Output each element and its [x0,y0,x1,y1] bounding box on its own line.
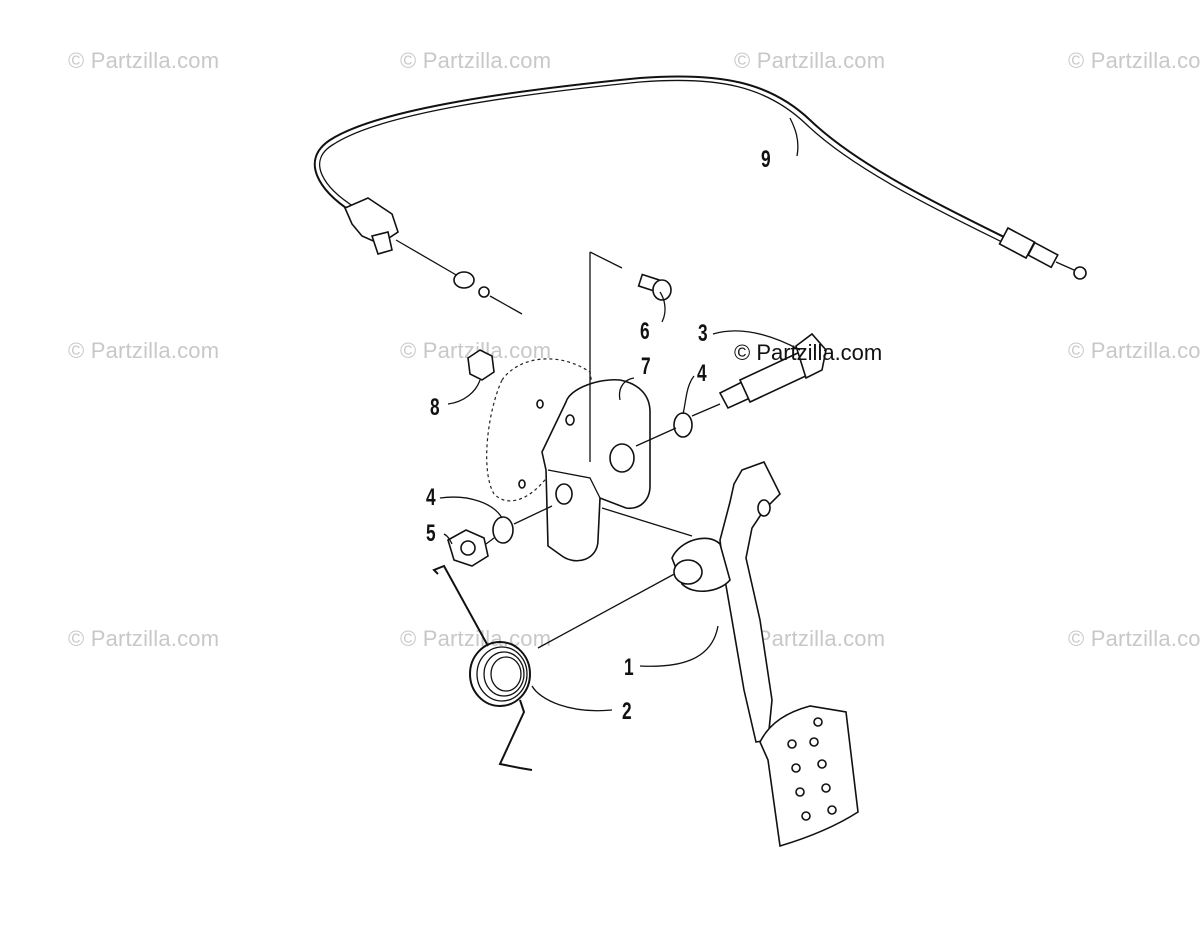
leader-4-lower [439,496,503,519]
nut-part-5 [447,529,489,567]
callout-7: 7 [641,353,651,380]
watermark: © Partzilla.com [400,626,552,651]
torsion-spring-part-2 [432,564,533,771]
callout-9: 9 [761,146,771,173]
callout-2: 2 [622,698,632,725]
bracket-part-7 [518,378,651,562]
watermark: © Partzilla.com [68,626,220,651]
nut-part-8 [467,349,495,381]
watermark: © Partzilla.com [68,48,220,73]
watermark: © Partzilla.com [734,48,886,73]
callout-8: 8 [430,394,440,421]
throttle-cable [313,75,1087,315]
callout-3: 3 [698,320,708,347]
watermark: © Partzilla.com [400,48,552,73]
leader-7 [618,377,635,401]
leader-5 [443,533,453,545]
watermark-overlay: © Partzilla.com [734,340,883,365]
leader-2 [531,685,613,712]
callout-1: 1 [624,654,634,681]
screw-part-6 [637,273,672,301]
washer-part-4-upper [673,412,693,438]
leader-4-upper [682,375,695,415]
callout-6: 6 [640,318,650,345]
leader-9 [789,117,799,157]
pedal-arm-part-1 [671,461,859,848]
watermark: © Partzilla.com [1068,48,1200,73]
leader-1 [639,625,719,667]
watermark: © Partzilla.com [68,338,220,363]
washer-part-4-lower [492,516,514,544]
callout-4-lower: 4 [426,484,436,511]
leader-3 [712,330,801,351]
leader-6 [659,291,666,323]
callout-5: 5 [426,520,436,547]
pivot-bolt-part-3 [718,332,827,410]
leader-8 [447,379,481,405]
callout-4-upper: 4 [697,360,707,387]
watermark: © Partzilla.com [1068,626,1200,651]
watermark: © Partzilla.com [1068,338,1200,363]
